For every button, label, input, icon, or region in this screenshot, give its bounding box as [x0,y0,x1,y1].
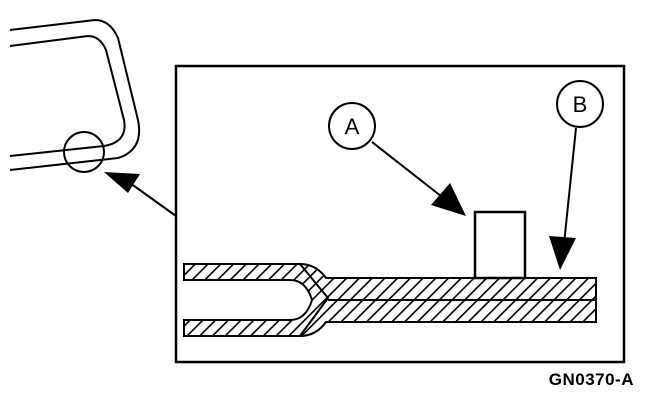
windshield-overview [9,18,140,171]
callout-b: B [549,80,604,270]
glass-cross-section [183,263,597,337]
callout-a: A [328,102,466,216]
stop-block [473,210,527,280]
pointer-arrow [104,172,177,217]
callout-a-label: A [345,114,360,139]
figure-code: GN0370-A [548,370,634,389]
detail-location-circle [63,131,105,173]
callout-b-label: B [573,92,588,117]
